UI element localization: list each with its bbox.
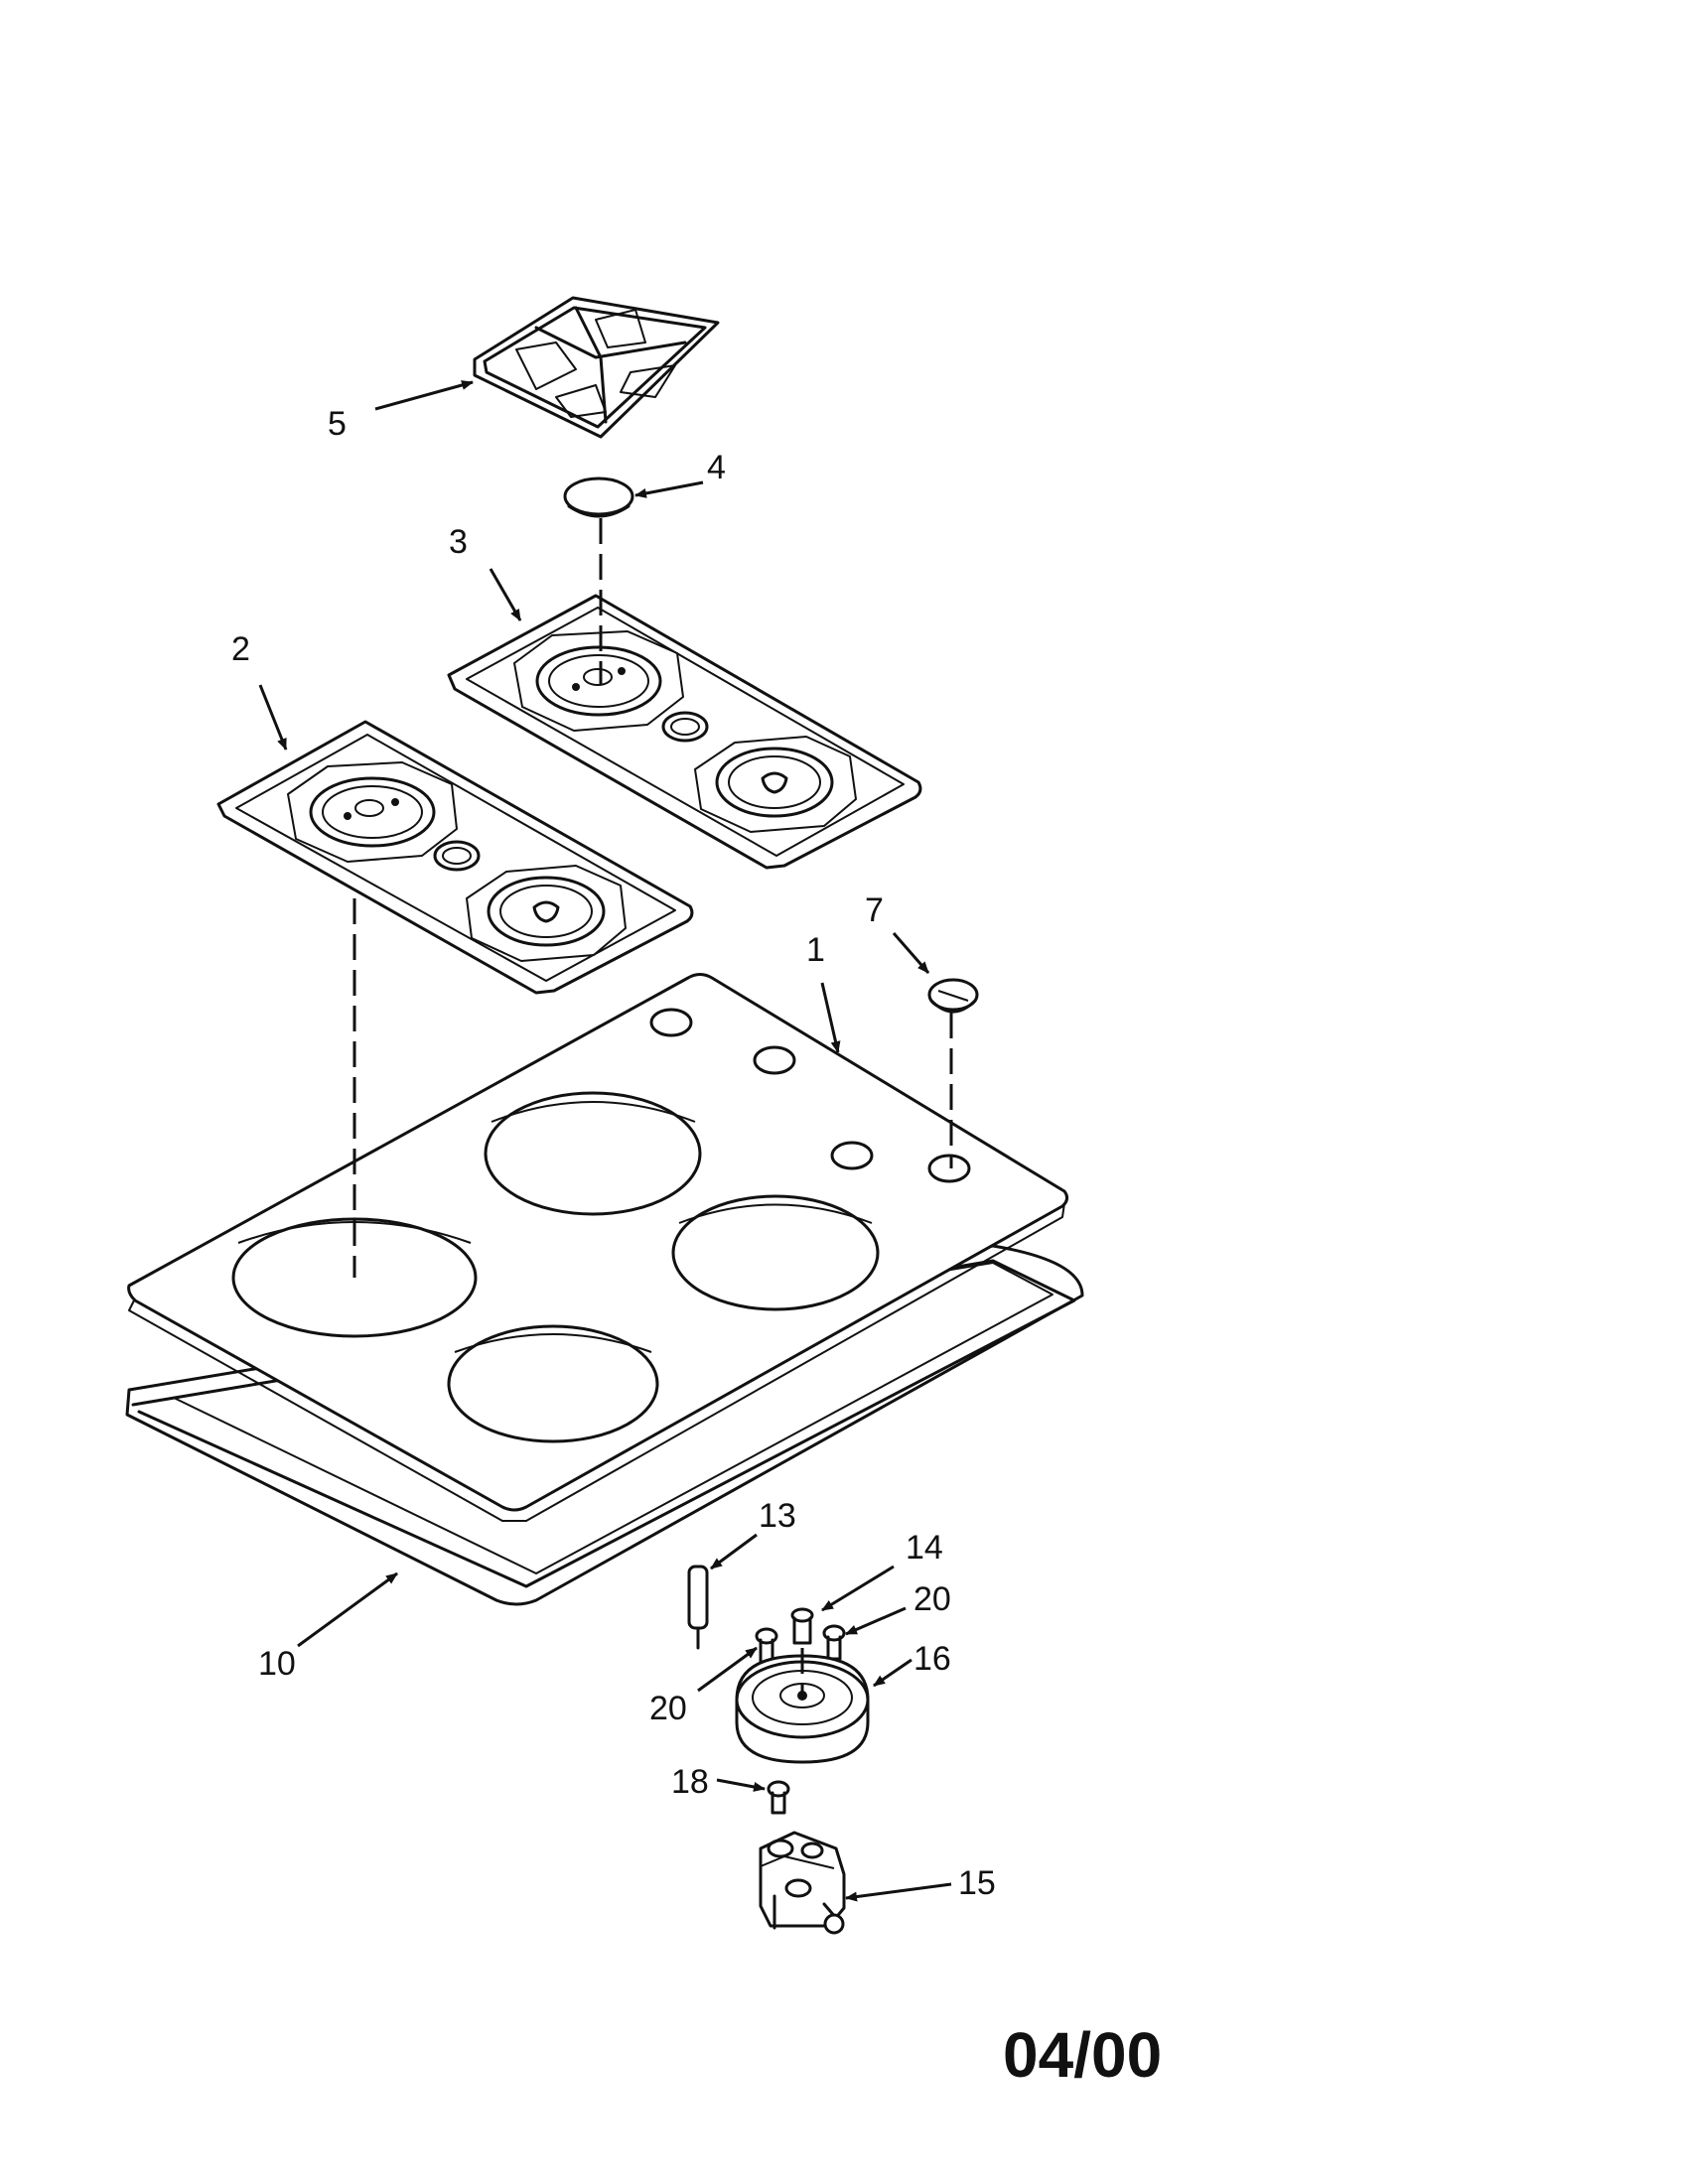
- burner-opening-rear-left: [484, 1091, 702, 1216]
- grate-part: [473, 296, 720, 439]
- switch-hole-4: [927, 1154, 971, 1183]
- callout-15: 15: [958, 1864, 996, 1902]
- leader-arrow-10: [297, 1571, 398, 1648]
- switch-hole-1: [649, 1008, 693, 1037]
- burner-opening-front-right: [447, 1324, 659, 1443]
- burner-opening-front-left: [231, 1217, 478, 1338]
- callout-20-left: 20: [649, 1690, 687, 1727]
- leader-arrow-2: [258, 684, 288, 751]
- leader-arrow-16: [873, 1658, 912, 1688]
- callout-3: 3: [449, 523, 468, 561]
- callout-16: 16: [913, 1640, 951, 1678]
- callout-4: 4: [707, 449, 726, 486]
- callout-20-right: 20: [913, 1580, 951, 1618]
- leader-arrow-3: [489, 568, 522, 621]
- leader-arrow-7: [892, 932, 930, 974]
- callout-18: 18: [671, 1763, 709, 1801]
- leader-arrow-20-right: [845, 1606, 907, 1636]
- callout-14: 14: [906, 1529, 943, 1567]
- burner-base-part: [735, 1654, 870, 1764]
- leader-arrow-5: [374, 380, 474, 411]
- switch-hole-3: [830, 1141, 874, 1170]
- leader-arrow-20-left: [697, 1646, 758, 1693]
- knob-part: [927, 978, 979, 1014]
- callout-2: 2: [231, 630, 250, 668]
- burner-screw-part: [790, 1607, 814, 1645]
- revision-date: 04/00: [1003, 2019, 1162, 2091]
- burner-opening-rear-right: [671, 1194, 880, 1311]
- callout-7: 7: [865, 891, 884, 929]
- callout-1: 1: [806, 931, 825, 969]
- screw-bottom-part: [767, 1780, 790, 1815]
- callout-5: 5: [328, 405, 347, 443]
- leader-arrow-14: [821, 1565, 895, 1612]
- burner-cap-part: [563, 477, 634, 518]
- valve-bracket-part: [759, 1831, 846, 1935]
- leader-arrow-1: [820, 982, 841, 1053]
- electrode-part: [687, 1565, 709, 1650]
- switch-hole-2: [753, 1045, 796, 1075]
- burner-panel-left-part: [216, 720, 694, 995]
- cooktop-glass-part: [127, 973, 1069, 1522]
- callout-10: 10: [258, 1645, 296, 1683]
- leader-arrow-15: [845, 1882, 952, 1902]
- screw-right-part: [822, 1624, 846, 1661]
- leader-arrow-18: [716, 1778, 766, 1792]
- leader-arrow-13: [710, 1533, 758, 1570]
- leader-arrow-4: [634, 480, 704, 498]
- burner-panel-right-part: [447, 594, 922, 870]
- callout-13: 13: [759, 1497, 796, 1535]
- screw-left-part: [755, 1627, 778, 1664]
